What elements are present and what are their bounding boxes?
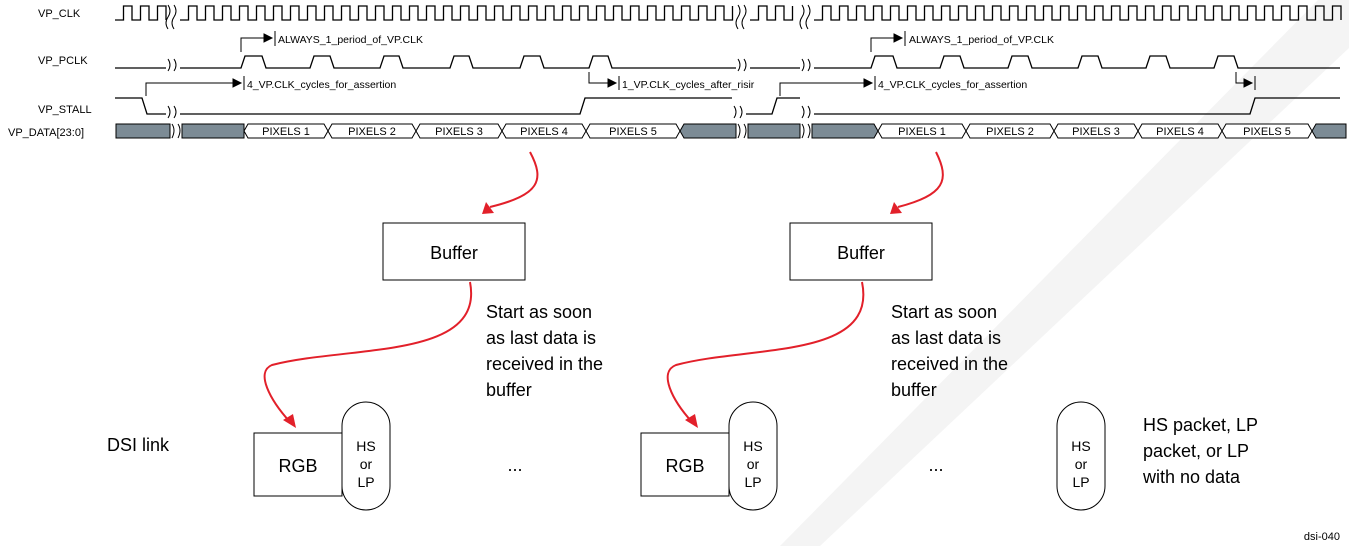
timing-annotations <box>145 31 1256 96</box>
annotation-pclk-period-2: ALWAYS_1_period_of_VP.CLK <box>909 34 1054 46</box>
pixel-label: PIXELS 2 <box>986 126 1034 138</box>
hs-line: HS <box>356 438 375 454</box>
hs-lp-capsule-2 <box>728 401 778 511</box>
pixel-label: PIXELS 3 <box>435 126 483 138</box>
packet-note-line: with no data <box>1142 467 1241 487</box>
rgb-label-1: RGB <box>278 456 317 476</box>
ellipsis-2: ... <box>928 455 943 475</box>
arrow-data-to-buffer-2 <box>897 151 944 208</box>
pixel-label: PIXELS 5 <box>1243 126 1291 138</box>
packet-note-line: packet, or LP <box>1143 441 1249 461</box>
start-note-line: buffer <box>891 380 937 400</box>
stall-waveform <box>115 97 1340 115</box>
packet-note-line: HS packet, LP <box>1143 415 1258 435</box>
pixel-label: PIXELS 5 <box>609 126 657 138</box>
start-note-line: received in the <box>891 354 1008 374</box>
ellipsis-1: ... <box>507 455 522 475</box>
pixel-label: PIXELS 4 <box>1156 126 1204 138</box>
packet-note: HS packet, LP packet, or LP with no data <box>1142 415 1258 487</box>
dsi-link-label: DSI link <box>107 435 170 455</box>
annotation-stall-assert-2: 4_VP.CLK_cycles_for_assertion <box>878 79 1027 91</box>
signal-label-pclk: VP_PCLK <box>38 55 88 67</box>
pixel-label: PIXELS 1 <box>262 126 310 138</box>
start-note-2: Start as soon as last data is received i… <box>891 302 1008 400</box>
break-marks <box>165 4 811 139</box>
start-note-line: as last data is <box>486 328 596 348</box>
hs-line: or <box>360 456 373 472</box>
buffer-label-2: Buffer <box>837 243 885 263</box>
start-note-line: Start as soon <box>891 302 997 322</box>
hs-line: or <box>747 456 760 472</box>
arrow-buffer-to-rgb-2 <box>666 281 865 423</box>
hs-line: LP <box>744 474 761 490</box>
rgb-label-2: RGB <box>665 456 704 476</box>
rgb-block-1 <box>253 432 343 497</box>
data-bus <box>115 123 1347 139</box>
hs-lp-capsule-3 <box>1056 401 1106 511</box>
annotation-stall-after: 1_VP.CLK_cycles_after_risir <box>622 79 755 91</box>
annotation-stall-assert-1: 4_VP.CLK_cycles_for_assertion <box>247 79 396 91</box>
buffer-box-1 <box>382 222 526 281</box>
pixel-label: PIXELS 3 <box>1072 126 1120 138</box>
figure-id: dsi-040 <box>1304 531 1340 543</box>
start-note-1: Start as soon as last data is received i… <box>486 302 603 400</box>
signal-label-clk: VP_CLK <box>38 8 81 20</box>
start-note-line: Start as soon <box>486 302 592 322</box>
pixel-label: PIXELS 2 <box>348 126 396 138</box>
hs-line: LP <box>357 474 374 490</box>
start-note-line: buffer <box>486 380 532 400</box>
signal-label-data: VP_DATA[23:0] <box>8 127 84 139</box>
buffer-box-2 <box>789 222 933 281</box>
pclk-waveform <box>115 55 1340 69</box>
arrow-data-to-buffer-1 <box>489 151 539 208</box>
rgb-block-2 <box>640 432 730 497</box>
hs-lp-capsule-1 <box>341 401 391 511</box>
signal-label-stall: VP_STALL <box>38 104 92 116</box>
annotation-pclk-period-1: ALWAYS_1_period_of_VP.CLK <box>278 34 423 46</box>
clk-waveform <box>115 5 1342 21</box>
hs-line: LP <box>1072 474 1089 490</box>
pixel-labels: PIXELS 1 PIXELS 2 PIXELS 3 PIXELS 4 PIXE… <box>262 126 1291 138</box>
pixel-label: PIXELS 4 <box>520 126 568 138</box>
pixel-label: PIXELS 1 <box>898 126 946 138</box>
buffer-label-1: Buffer <box>430 243 478 263</box>
hs-line: or <box>1075 456 1088 472</box>
hs-line: HS <box>1071 438 1090 454</box>
hs-line: HS <box>743 438 762 454</box>
arrow-buffer-to-rgb-1 <box>263 281 473 423</box>
start-note-line: received in the <box>486 354 603 374</box>
start-note-line: as last data is <box>891 328 1001 348</box>
